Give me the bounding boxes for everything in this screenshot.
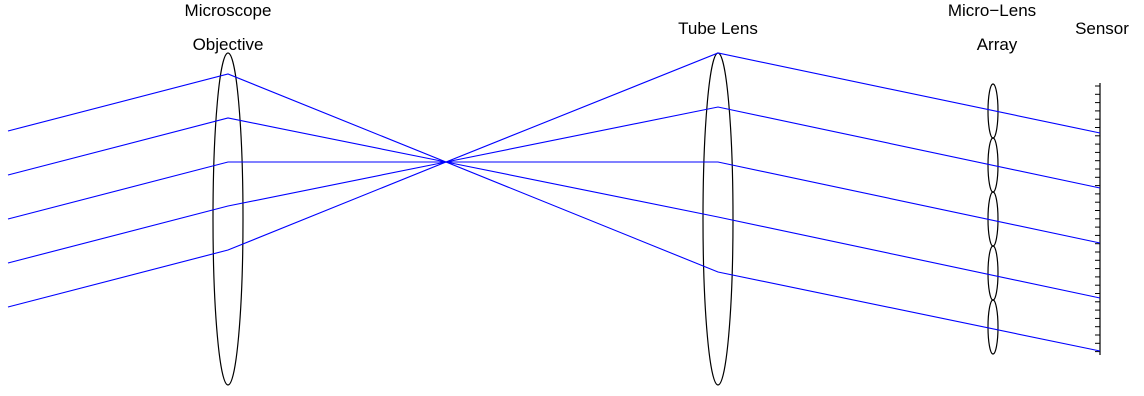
micro-lens-array — [987, 83, 999, 355]
tube-lens-label: Tube Lens — [678, 19, 758, 38]
micro-lens — [987, 245, 999, 301]
sensor-label: Sensor — [1075, 19, 1129, 38]
ray — [7, 161, 1101, 299]
light-rays — [7, 52, 1101, 352]
mla-label-line1: Micro−Lens — [948, 1, 1036, 20]
ray — [7, 161, 1101, 244]
mla-label-line2: Array — [977, 35, 1018, 54]
micro-lens — [987, 299, 999, 355]
ray — [7, 52, 1101, 163]
sensor — [1095, 83, 1101, 355]
objective-label-line1: Microscope — [185, 1, 272, 20]
micro-lens — [987, 191, 999, 247]
objective-label-line2: Objective — [193, 35, 264, 54]
ray — [7, 161, 1101, 352]
microscope-objective-lens — [212, 52, 244, 386]
